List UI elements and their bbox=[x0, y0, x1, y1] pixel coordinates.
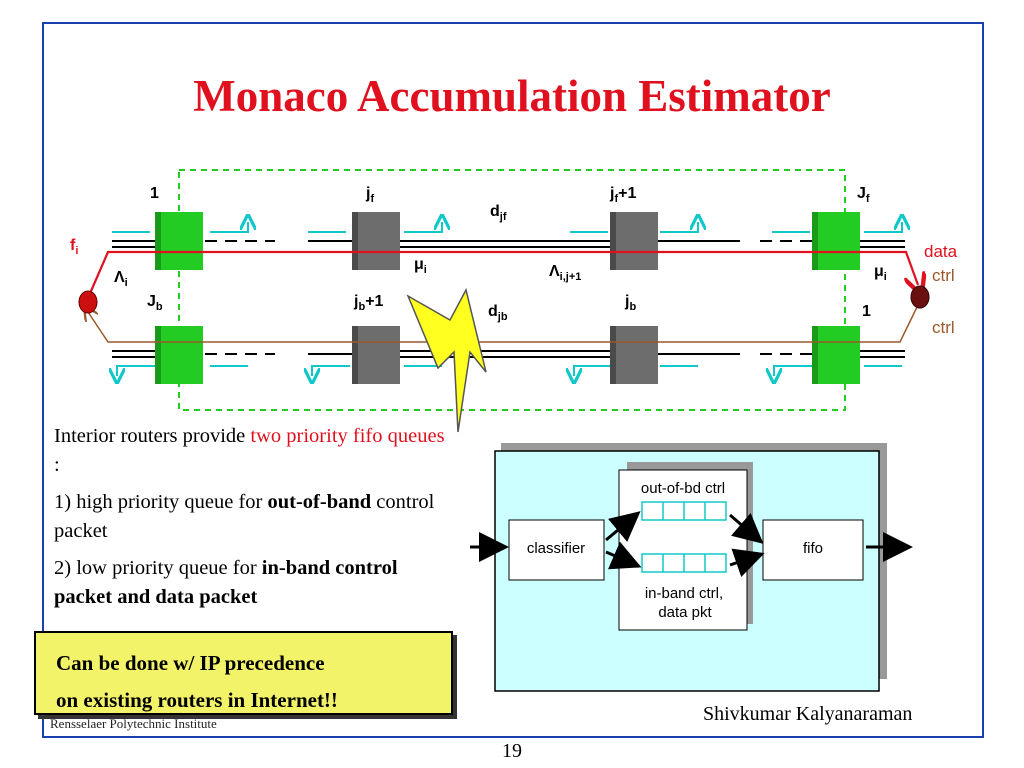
label-d-jb: djb bbox=[488, 303, 508, 323]
router-rev-1 bbox=[812, 326, 860, 384]
lightning-callout bbox=[406, 287, 487, 433]
domain-boundary bbox=[178, 169, 846, 411]
label-mu-mid: μi bbox=[414, 256, 427, 276]
inband-queue-label-1: in-band ctrl, bbox=[645, 585, 723, 602]
router-rev-jb1 bbox=[352, 326, 400, 384]
flow-path bbox=[86, 250, 918, 298]
note-line-2: on existing routers in Internet!! bbox=[56, 688, 338, 712]
label-rev-jb: jb bbox=[624, 293, 636, 313]
label-ctrl-2: ctrl bbox=[932, 318, 955, 337]
label-fwd-Jf: Jf bbox=[857, 185, 870, 205]
label-d-jf: djf bbox=[490, 203, 507, 223]
label-ctrl-1: ctrl bbox=[932, 266, 955, 285]
label-rev-Jb: Jb bbox=[147, 293, 163, 313]
body-p2: 1) high priority queue for out-of-band c… bbox=[54, 491, 435, 542]
body-p1: Interior routers provide two priority fi… bbox=[54, 425, 445, 476]
footer-author: Shivkumar Kalyanaraman bbox=[703, 703, 913, 725]
inband-queue-label-2: data pkt bbox=[658, 604, 712, 621]
note-line-1: Can be done w/ IP precedence bbox=[56, 651, 325, 675]
label-fwd-jf1: jf+1 bbox=[609, 185, 636, 205]
body-text: Interior routers provide two priority fi… bbox=[54, 422, 454, 620]
label-data: data bbox=[924, 242, 958, 261]
queue-panel: classifier fifo out-of-bd ctrl in-band c… bbox=[470, 443, 913, 692]
label-rev-1: 1 bbox=[862, 303, 871, 320]
label-mu-right: μi bbox=[874, 263, 887, 283]
slide-border bbox=[42, 22, 984, 738]
router-fwd-Jf bbox=[812, 212, 860, 270]
cyan-reverse-arrows bbox=[117, 365, 902, 376]
router-rev-jb bbox=[610, 326, 658, 384]
label-rev-jb1: jb+1 bbox=[353, 293, 384, 313]
router-fwd-jf1 bbox=[610, 212, 658, 270]
reverse-links bbox=[112, 350, 905, 358]
label-fwd-1: 1 bbox=[150, 185, 159, 202]
fifo-box: fifo bbox=[803, 540, 823, 557]
oob-queue-label: out-of-bd ctrl bbox=[641, 480, 725, 497]
label-lambda-i: Λi bbox=[114, 269, 128, 289]
forward-links bbox=[112, 240, 905, 248]
source-host bbox=[78, 290, 98, 314]
slide-title: Monaco Accumulation Estimator bbox=[193, 71, 831, 121]
page-number: 19 bbox=[502, 740, 522, 762]
router-fwd-1 bbox=[155, 212, 203, 270]
label-fwd-jf: jf bbox=[365, 185, 374, 205]
cyan-forward-arrows bbox=[112, 222, 902, 233]
note-callout: Can be done w/ IP precedence on existing… bbox=[34, 631, 453, 715]
label-lambda-ij: Λi,j+1 bbox=[549, 263, 581, 283]
router-rev-Jb bbox=[155, 326, 203, 384]
label-flow: fi bbox=[70, 237, 78, 257]
footer-institution: Rensselaer Polytechnic Institute bbox=[50, 716, 217, 731]
body-p3: 2) low priority queue for in-band contro… bbox=[54, 557, 398, 608]
router-fwd-jf bbox=[352, 212, 400, 270]
classifier-box: classifier bbox=[527, 540, 585, 557]
ctrl-return-path bbox=[88, 305, 919, 343]
dest-host bbox=[910, 285, 930, 309]
